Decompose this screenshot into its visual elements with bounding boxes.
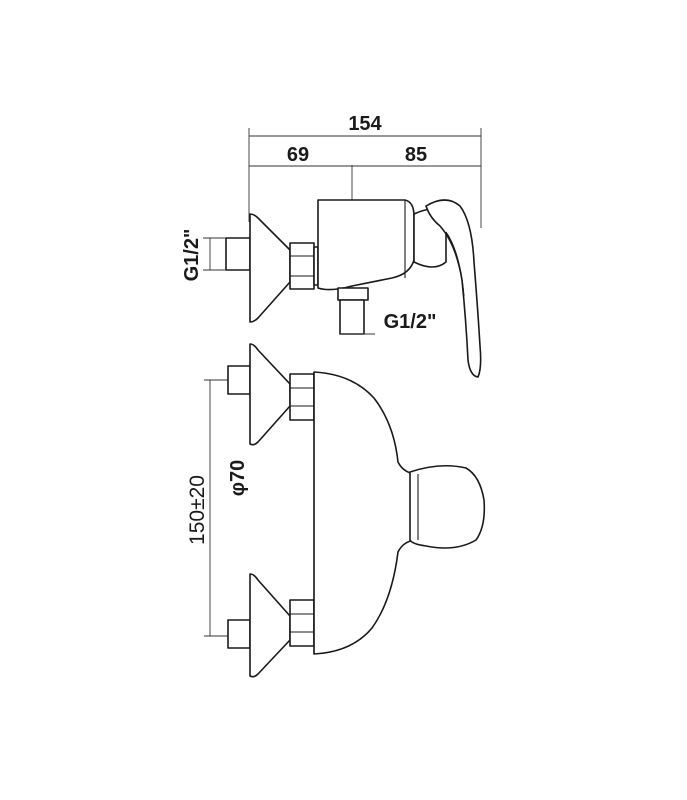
upper-pipe-stub [227,365,251,395]
front-view [204,343,486,678]
lower-pipe-stub [227,619,251,649]
right-depth-label: 85 [405,144,427,166]
hex-nut-side [289,242,315,290]
lower-hex-nut [289,599,315,647]
flange-diameter-label: φ70 [227,460,249,497]
center-distance-label: 150±20 [186,475,209,545]
upper-hex-nut [289,373,315,421]
mixer-body-front [313,371,419,655]
lower-flange [249,573,291,678]
lever-knob-front [409,464,486,549]
upper-flange [249,343,291,446]
inlet-pipe-stub [225,237,251,271]
overall-width-label: 154 [348,113,382,135]
outlet-pipe-stub [339,299,365,335]
lever-handle [425,199,482,378]
outlet-collar [337,287,369,301]
side-view [203,128,482,378]
wall-flange-side [249,213,291,323]
mixer-body-side [317,199,415,291]
inlet-thread-label: G1/2" [181,229,203,282]
left-depth-label: 69 [287,144,309,166]
outlet-thread-label: G1/2" [384,311,437,333]
